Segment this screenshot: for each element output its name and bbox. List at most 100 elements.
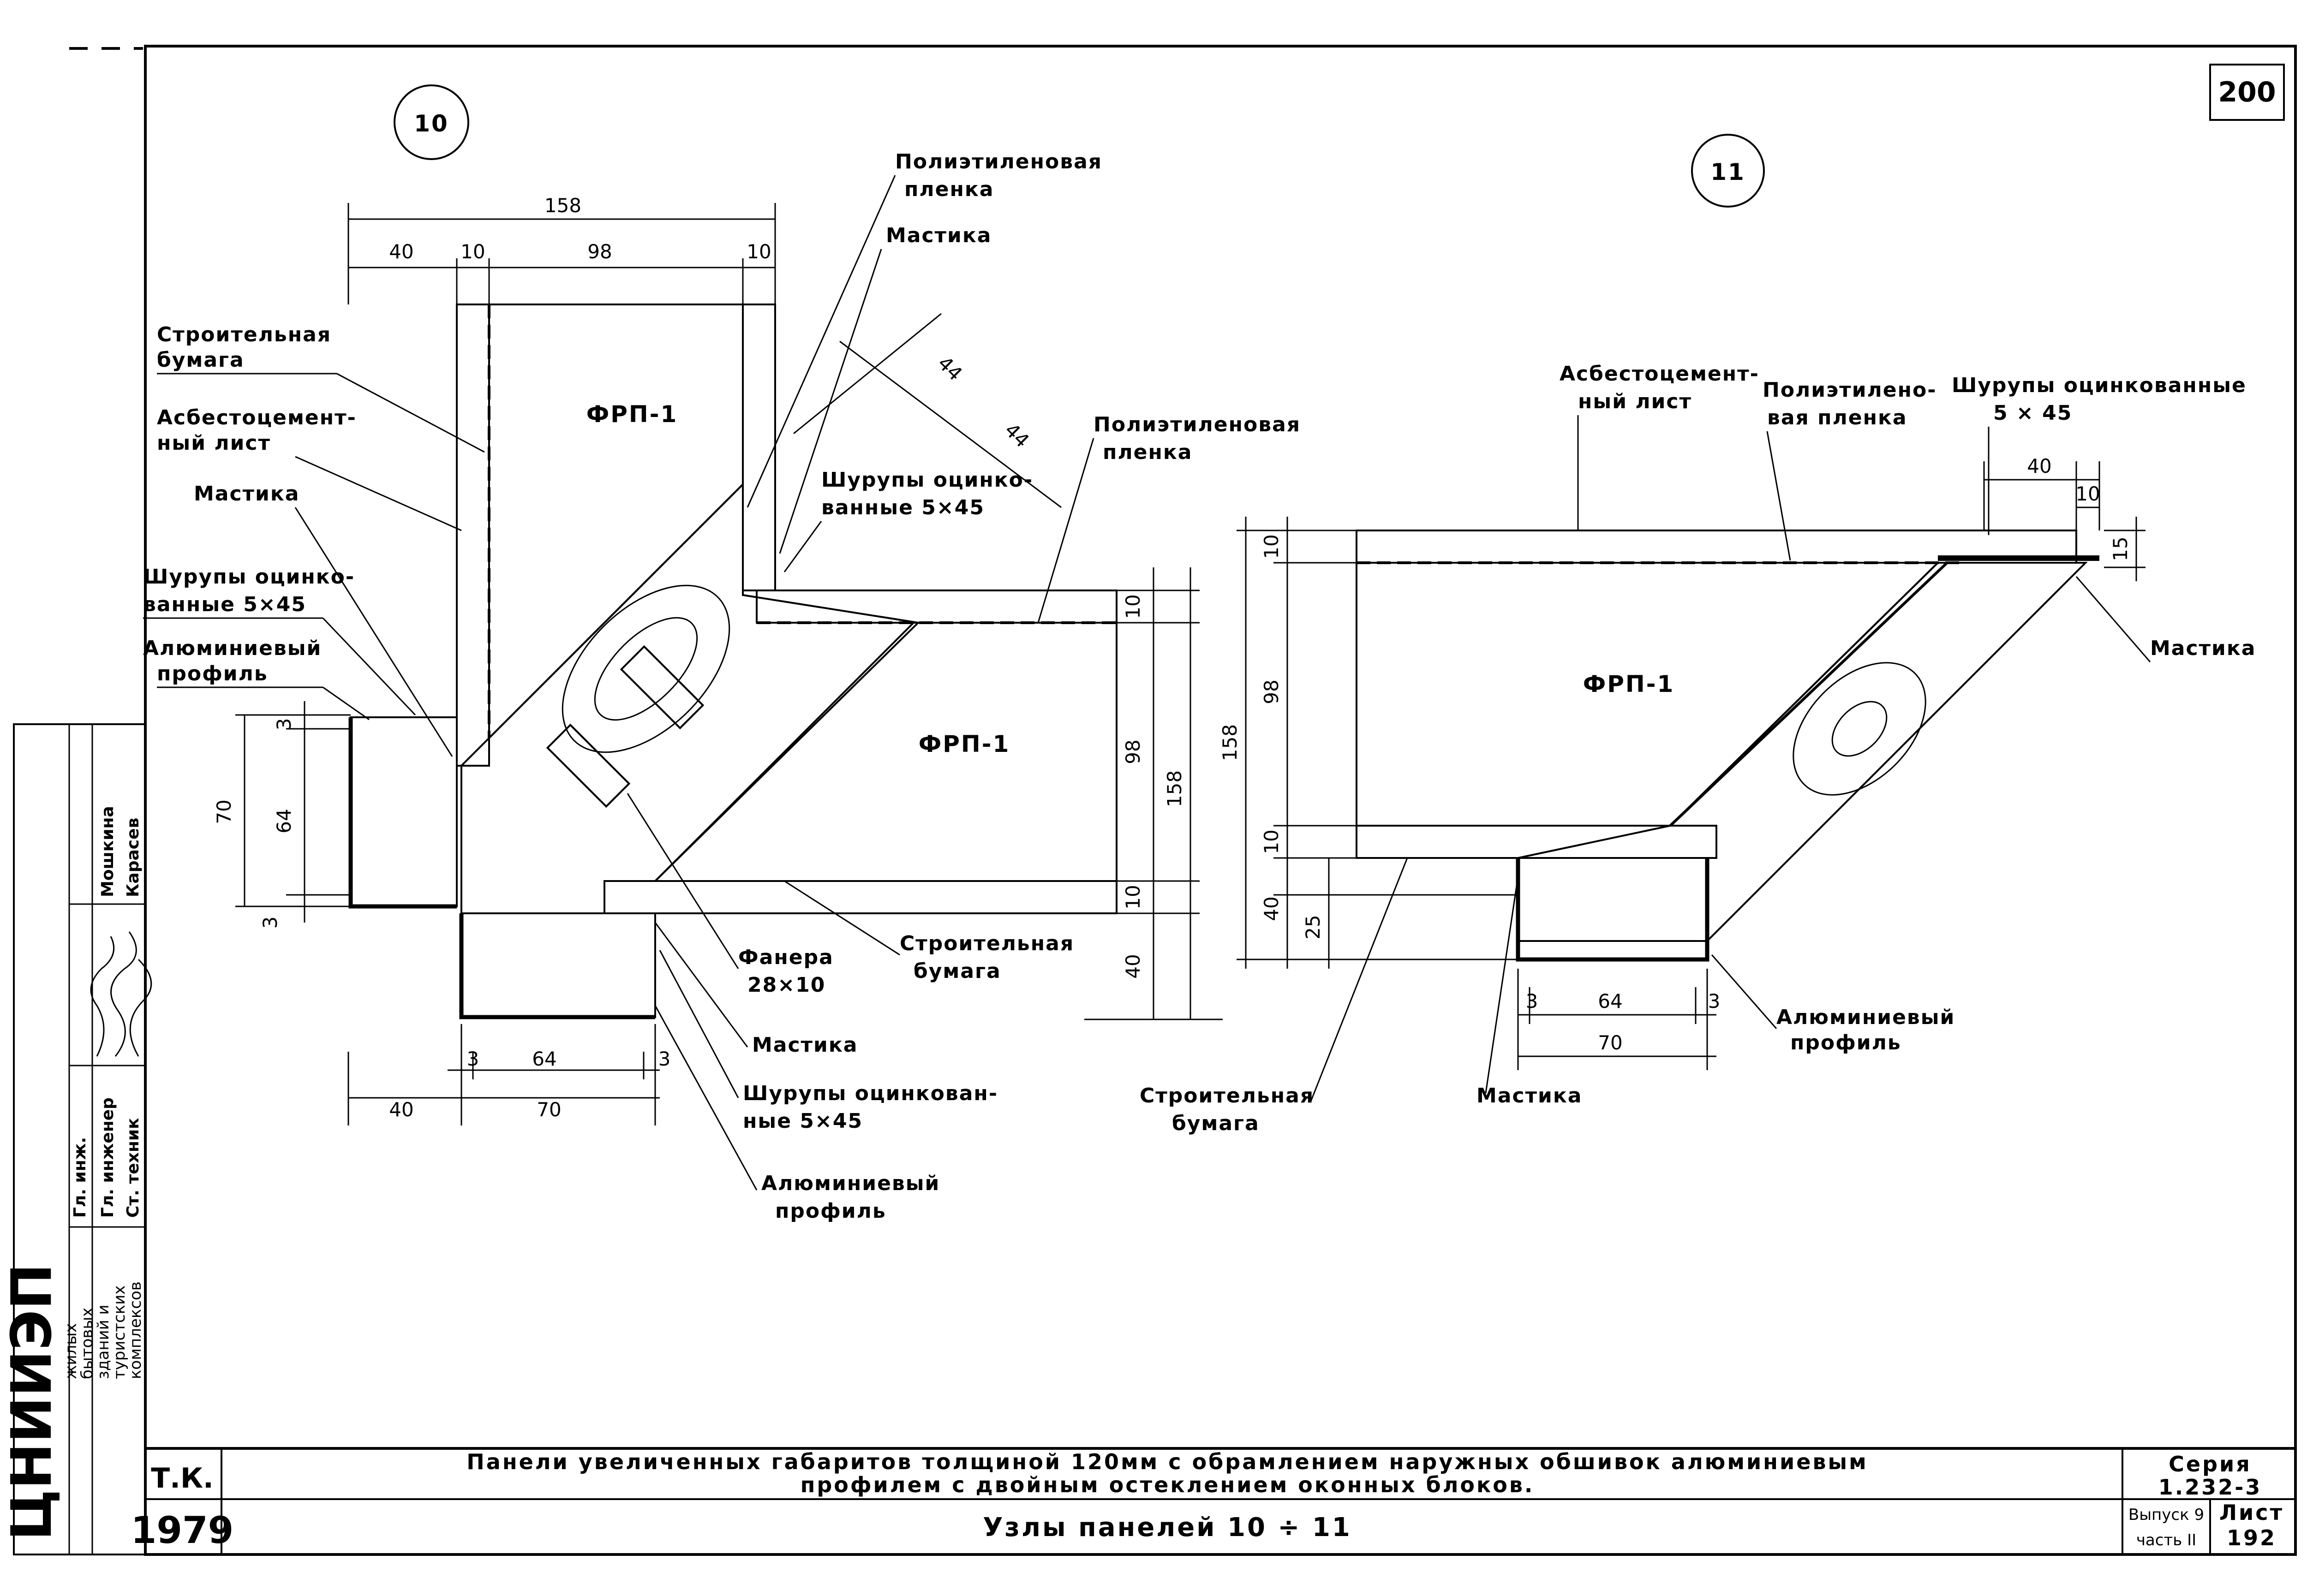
n11-dim-10: 10 — [1260, 534, 1283, 559]
tb-series: 1.232-3 — [2158, 1475, 2262, 1500]
label-paper-b-2: бумага — [914, 959, 1001, 983]
label-screws-mid-2: ванные 5×45 — [821, 496, 985, 519]
node-11-marker — [1691, 134, 1765, 208]
dim-b70: 70 — [537, 1098, 561, 1121]
label-alu-b-2: профиль — [775, 1199, 886, 1223]
node-10-vertical-panel: ФРП-1 — [456, 304, 776, 767]
plywood-key-2 — [546, 723, 631, 808]
n11-label-screws: Шурупы оцинкованные — [1952, 374, 2247, 397]
node-11-wood-block — [1517, 555, 2099, 942]
label-paper-b: Строительная — [900, 932, 1074, 955]
label-asbestos-2: ный лист — [157, 431, 271, 455]
dim-158: 158 — [544, 194, 581, 217]
stamp-name-2: Карасев — [124, 818, 143, 897]
dim-l3b: 3 — [259, 917, 281, 929]
stamp-org-sub-5: комплексов — [126, 1281, 145, 1379]
approval-stamp: ЦНИИЭП жилых бытовых зданий и туристских… — [0, 723, 152, 1555]
label-paper-2: бумага — [157, 348, 245, 372]
node-10-bottom-dims: 3 64 3 40 70 — [347, 1024, 670, 1126]
label-screws-left-2: ванные 5×45 — [143, 593, 306, 616]
stamp-org-sub-2: бытовых — [78, 1308, 96, 1379]
tb-subtitle: Узлы панелей 10 ÷ 11 — [983, 1513, 1352, 1542]
node-11: 11 ФРП-1 10 98 — [1140, 134, 2256, 1135]
dim-10b: 10 — [747, 240, 771, 263]
n11-label-alu: Алюминиевый — [1776, 1006, 1955, 1029]
tb-part: часть II — [2136, 1531, 2196, 1549]
label-mastic-left: Мастика — [194, 482, 299, 506]
n11-dim-15: 15 — [2109, 536, 2132, 561]
node-10-marker — [394, 84, 469, 160]
node-10-alu-profile-bottom — [459, 912, 656, 1019]
tb-year: 1979 — [131, 1509, 234, 1552]
node-10-horizontal-panel: ФРП-1 — [604, 590, 1118, 914]
n11-dim-70: 70 — [1598, 1031, 1622, 1054]
label-poly-right: Полиэтиленовая — [1094, 413, 1301, 436]
label-poly-top-2: пленка — [904, 178, 994, 201]
dim-r158: 158 — [1163, 770, 1186, 807]
tb-title-1: Панели увеличенных габаритов толщиной 12… — [466, 1449, 1868, 1474]
dim-l3: 3 — [273, 718, 295, 731]
label-mastic-b: Мастика — [752, 1033, 858, 1057]
label-poly-top: Полиэтиленовая — [895, 150, 1102, 173]
dim-40: 40 — [389, 240, 413, 263]
dim-r40: 40 — [1122, 954, 1144, 978]
tb-sheet: 192 — [2227, 1525, 2277, 1550]
n11-dim-10b: 10 — [1260, 829, 1283, 854]
label-alu-b: Алюминиевый — [761, 1172, 940, 1195]
label-asbestos: Асбестоцемент- — [157, 406, 357, 429]
dim-98: 98 — [587, 240, 612, 263]
n11-label-asbestos-2: ный лист — [1578, 390, 1692, 413]
label-screws-left: Шурупы оцинко- — [143, 565, 355, 589]
n11-label-paper: Строительная — [1140, 1084, 1314, 1108]
label-mastic-top: Мастика — [886, 224, 992, 247]
n11-label-alu-2: профиль — [1790, 1031, 1901, 1054]
node-11-alu-profile — [1516, 857, 1709, 962]
n11-label-mastic-r: Мастика — [2150, 637, 2256, 660]
node-10-panel-label-2: ФРП-1 — [919, 731, 1010, 757]
node-11-id: 11 — [1710, 159, 1745, 185]
n11-dim-64: 64 — [1598, 990, 1622, 1012]
n11-label-screws-2: 5 × 45 — [1993, 401, 2072, 425]
label-plywood: Фанера — [738, 946, 834, 969]
n11-label-poly: Полиэтилено- — [1763, 378, 1936, 402]
dim-l70: 70 — [213, 799, 235, 824]
dim-b3: 3 — [467, 1048, 479, 1070]
node-10-left-dims: 3 64 3 70 — [213, 701, 351, 929]
stamp-org: ЦНИИЭП — [0, 1263, 64, 1541]
dim-10: 10 — [460, 240, 485, 263]
node-11-panel-label: ФРП-1 — [1583, 671, 1675, 697]
n11-dim-158: 158 — [1219, 724, 1241, 761]
node-10-panel-label: ФРП-1 — [586, 401, 678, 428]
dim-b40: 40 — [389, 1098, 413, 1121]
sheet-number-box: 200 — [2209, 64, 2285, 121]
stamp-org-sub-1: жилых — [62, 1323, 80, 1379]
n11-label-asbestos: Асбестоцемент- — [1560, 362, 1759, 386]
sheet-number: 200 — [2218, 76, 2276, 108]
n11-dim-3: 3 — [1526, 990, 1538, 1012]
label-screws-mid: Шурупы оцинко- — [821, 468, 1033, 492]
dim-r10: 10 — [1122, 594, 1144, 619]
signature-1 — [90, 936, 115, 1057]
n11-dim-40t: 40 — [2027, 455, 2051, 477]
n11-dim-98: 98 — [1260, 679, 1283, 704]
n11-dim-3b: 3 — [1708, 990, 1721, 1012]
node-10-wood-corner — [460, 482, 920, 914]
tb-sheet-label: Лист — [2219, 1500, 2284, 1525]
n11-label-paper-2: бумага — [1172, 1112, 1260, 1135]
label-plywood-2: 28×10 — [747, 973, 825, 997]
dim-b64: 64 — [532, 1048, 556, 1070]
node-11-top-dims: 40 10 15 — [1983, 455, 2146, 581]
label-screws-b-2: ные 5×45 — [743, 1109, 863, 1133]
stamp-org-sub-4: туристских — [110, 1285, 129, 1379]
dim-r10b: 10 — [1122, 885, 1144, 909]
signature-3 — [129, 959, 152, 1057]
node-11-labels: Асбестоцемент- ный лист Полиэтилено- вая… — [1140, 362, 2256, 1135]
node-10-top-dims: 158 40 10 98 10 — [347, 194, 776, 304]
stamp-role-3: Ст. техник — [124, 1118, 143, 1218]
node-10-id: 10 — [414, 110, 449, 137]
node-10: 10 158 40 10 98 10 ФРП-1 — [143, 84, 1301, 1223]
sheet-frame — [144, 45, 2297, 1556]
n11-label-poly-2: вая пленка — [1767, 406, 1907, 429]
dim-44b: 44 — [1000, 418, 1034, 452]
